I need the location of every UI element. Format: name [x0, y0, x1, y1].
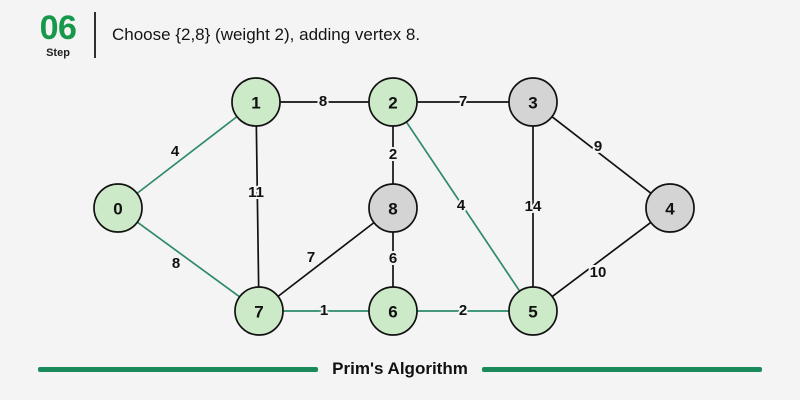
edge-weight-1-7: 11 [248, 184, 264, 201]
graph-node-circle-5[interactable] [508, 286, 558, 336]
edge-weight-0-7: 8 [172, 255, 180, 272]
graph-node-circle-8[interactable] [368, 183, 418, 233]
footer-title: Prim's Algorithm [332, 359, 468, 378]
graph-node-label-8: 8 [388, 200, 397, 219]
graph-node-circle-2[interactable] [368, 77, 418, 127]
graph-edge-3-4 [551, 116, 652, 194]
graph-node-circle-4[interactable] [645, 183, 695, 233]
graph-node-3[interactable]: 3 [508, 77, 558, 127]
graph-edge-7-8 [277, 221, 375, 298]
graph-node-label-1: 1 [251, 94, 260, 113]
edge-weight-2-8: 2 [389, 146, 397, 163]
edge-weight-7-8: 7 [307, 249, 315, 266]
graph-node-2[interactable]: 2 [368, 77, 418, 127]
graph-node-label-0: 0 [113, 200, 122, 219]
graph-node-label-3: 3 [528, 94, 537, 113]
graph-node-4[interactable]: 4 [645, 183, 695, 233]
edge-weight-2-3: 7 [459, 93, 467, 110]
graph-area: 4 8 8 11 7 2 4 9 14 10 2 1 6 7 0 1 2 3 4 5 6 7 8 [0, 62, 800, 352]
graph-node-circle-6[interactable] [368, 286, 418, 336]
nodes-layer: 0 1 2 3 4 5 6 7 8 [93, 77, 695, 336]
graph-edge-1-7 [255, 125, 260, 288]
step-caption: Choose {2,8} (weight 2), adding vertex 8… [112, 25, 421, 44]
graph-svg: 4 8 8 11 7 2 4 9 14 10 2 1 6 7 0 1 2 3 4 5 6 7 8 [93, 77, 695, 336]
footer: Prim's Algorithm [0, 352, 800, 386]
graph-edge-2-5 [405, 121, 521, 292]
edge-weight-2-5: 4 [457, 197, 466, 214]
step-number: 06 [39, 9, 77, 47]
header-divider [94, 12, 96, 58]
edge-weight-1-2: 8 [319, 93, 327, 110]
step-indicator: 06 Step [22, 11, 94, 59]
edge-weights-layer: 4 8 8 11 7 2 4 9 14 10 2 1 6 7 [169, 91, 609, 321]
footer-rule-right [481, 366, 762, 372]
graph-node-5[interactable]: 5 [508, 286, 558, 336]
graph-node-circle-1[interactable] [231, 77, 281, 127]
edge-weight-0-1: 4 [171, 143, 180, 160]
graph-node-label-7: 7 [254, 303, 263, 322]
graph-edge-0-1 [136, 115, 238, 195]
edges-layer [136, 101, 652, 312]
graph-edge-4-5 [551, 221, 652, 298]
graph-node-0[interactable]: 0 [93, 183, 143, 233]
graph-node-label-5: 5 [528, 303, 537, 322]
graph-node-7[interactable]: 7 [234, 286, 284, 336]
graph-node-8[interactable]: 8 [368, 183, 418, 233]
edge-weight-3-4: 9 [594, 138, 602, 155]
graph-node-label-2: 2 [388, 94, 397, 113]
graph-node-1[interactable]: 1 [231, 77, 281, 127]
footer-rule-left [38, 366, 319, 372]
graph-node-circle-3[interactable] [508, 77, 558, 127]
graph-node-label-6: 6 [388, 303, 397, 322]
edge-weight-5-6: 2 [459, 302, 467, 319]
edge-weight-3-5: 14 [525, 198, 542, 215]
edge-weight-6-8: 6 [389, 250, 397, 267]
graph-node-label-4: 4 [665, 200, 675, 219]
step-header: 06 Step Choose {2,8} (weight 2), adding … [0, 0, 800, 70]
graph-node-6[interactable]: 6 [368, 286, 418, 336]
graph-node-circle-0[interactable] [93, 183, 143, 233]
edge-weight-4-5: 10 [590, 264, 607, 281]
edge-weight-6-7: 1 [320, 302, 328, 319]
graph-node-circle-7[interactable] [234, 286, 284, 336]
graph-edge-0-7 [136, 221, 241, 298]
step-word-label: Step [46, 47, 70, 59]
